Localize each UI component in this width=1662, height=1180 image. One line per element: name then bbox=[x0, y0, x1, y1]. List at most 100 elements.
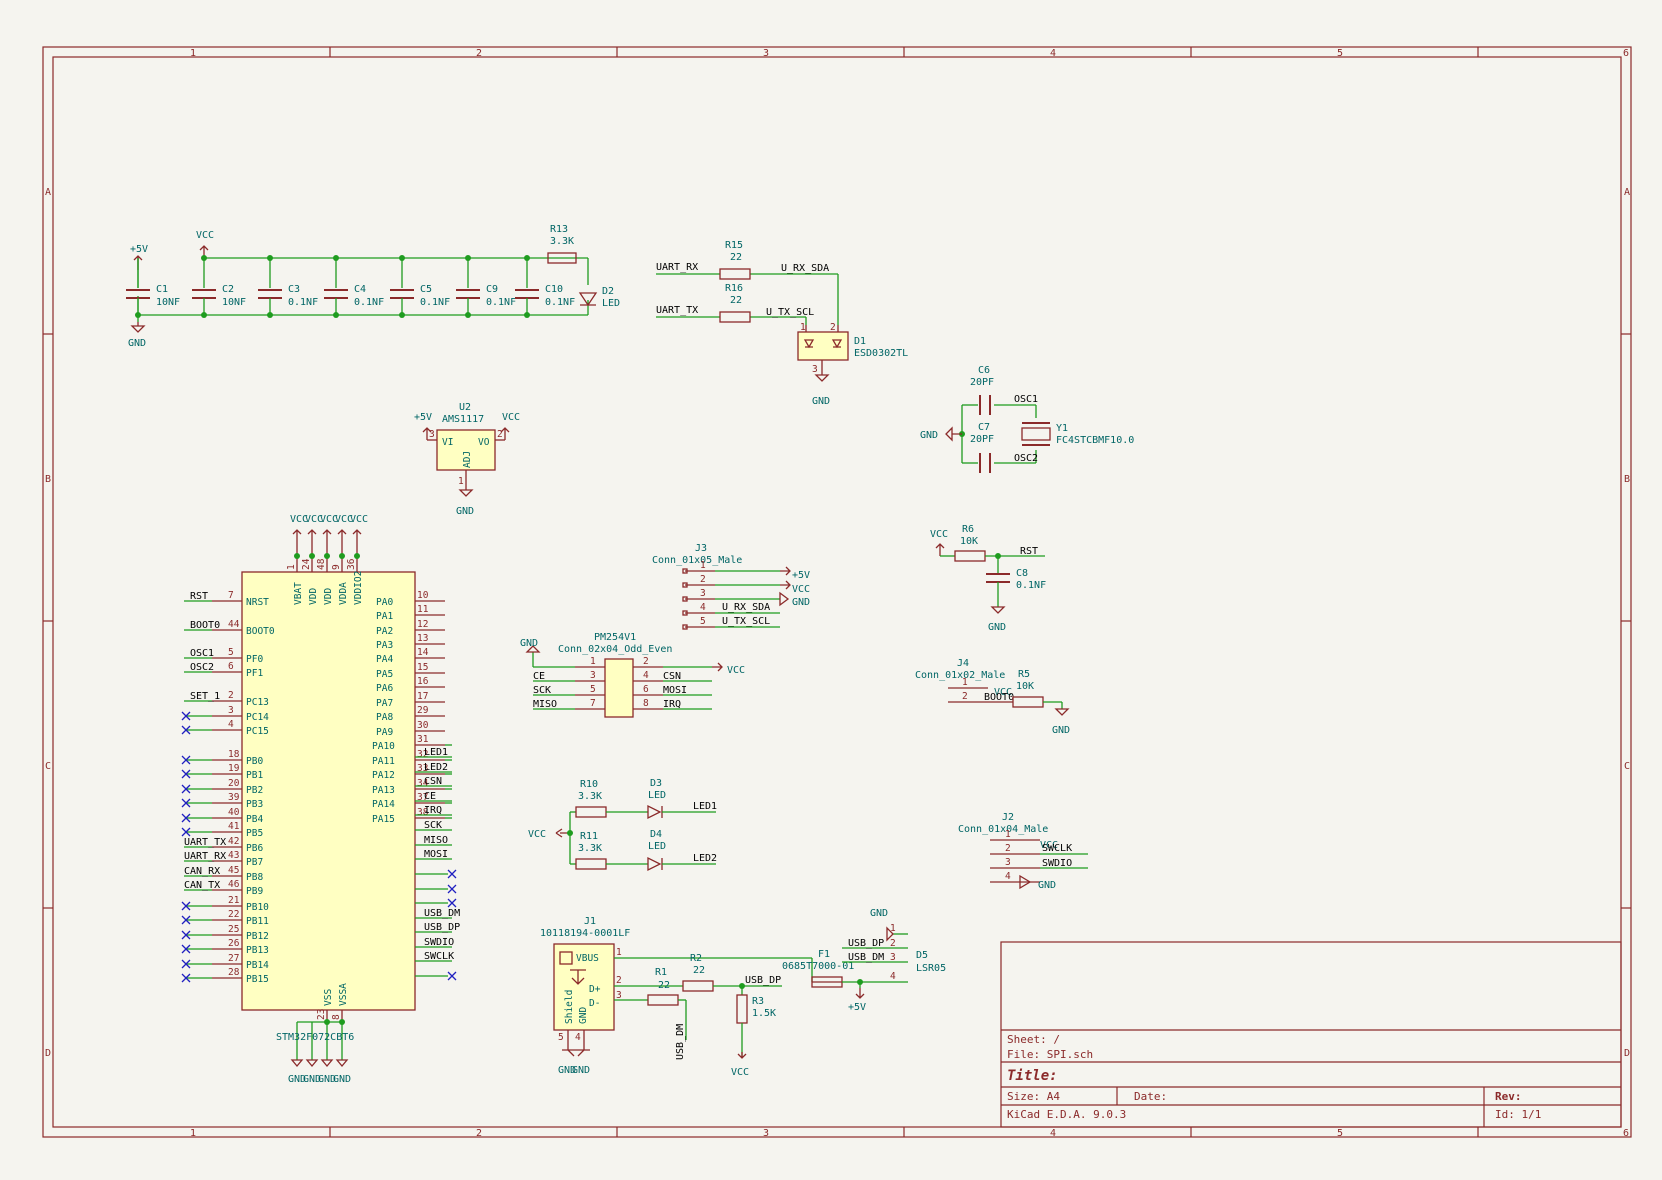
pin-number: 33 bbox=[417, 763, 428, 774]
net-label: OSC1 bbox=[190, 648, 214, 659]
ref-label: J1 bbox=[584, 916, 596, 927]
ref-label: C10 bbox=[545, 284, 563, 295]
net-label: CAN_RX bbox=[184, 866, 220, 877]
pin-number: 11 bbox=[417, 604, 429, 615]
header-pin bbox=[682, 582, 688, 588]
pin-number: 18 bbox=[228, 749, 240, 760]
pin-name: PA7 bbox=[376, 698, 393, 709]
ref-label: C9 bbox=[486, 284, 498, 295]
power-label: GND bbox=[333, 1074, 351, 1085]
uart-esd-section: UART_RX UART_TX U_RX_SDA U_TX_SCL R15 22… bbox=[656, 240, 908, 407]
value-label: 22 bbox=[693, 965, 705, 976]
no-connect-icon bbox=[447, 884, 457, 894]
header-pin bbox=[682, 568, 688, 574]
pin-number: 3 bbox=[700, 588, 706, 599]
pin-number: 42 bbox=[228, 836, 239, 847]
pin-number: 40 bbox=[228, 807, 240, 818]
pin-number: 6 bbox=[228, 661, 234, 672]
ref-label: Y1 bbox=[1056, 423, 1068, 434]
usb-section: J1 10118194-0001LF VBUS D+ D- Shield GND… bbox=[540, 908, 946, 1078]
no-connect-icon bbox=[181, 959, 191, 969]
net-label: U_RX_SDA bbox=[722, 602, 770, 613]
pin-number: 10 bbox=[417, 590, 429, 601]
pin-number: 3 bbox=[429, 429, 435, 440]
pin-number: 4 bbox=[1005, 871, 1011, 882]
pin-name: PB3 bbox=[246, 799, 263, 810]
pin-number: 6 bbox=[643, 684, 649, 695]
value-label: LSR05 bbox=[916, 963, 946, 974]
net-label: SCK bbox=[533, 685, 551, 696]
pin-number: 2 bbox=[890, 938, 896, 949]
value-label: Conn_02x04_Odd_Even bbox=[558, 644, 672, 655]
pin-number: 30 bbox=[417, 720, 429, 731]
power-arrow-icon bbox=[935, 543, 945, 556]
power-arrow-icon bbox=[352, 529, 362, 540]
ground-icon bbox=[1019, 874, 1032, 890]
pin-number: 2 bbox=[1005, 843, 1011, 854]
pin-number: 7 bbox=[228, 590, 234, 601]
pin-number: 46 bbox=[228, 879, 240, 890]
pin-number: 48 bbox=[316, 558, 327, 570]
power-label: GND bbox=[558, 1065, 576, 1076]
ref-label: D3 bbox=[650, 778, 662, 789]
led-icon bbox=[647, 804, 663, 820]
pin-name: PB2 bbox=[246, 785, 263, 796]
net-label: UART_RX bbox=[184, 851, 226, 862]
ground-icon bbox=[320, 1059, 334, 1068]
net-label: MOSI bbox=[424, 849, 448, 860]
pin-number: 28 bbox=[228, 967, 240, 978]
net-label: LED1 bbox=[693, 801, 717, 812]
ref-label: D5 bbox=[916, 950, 928, 961]
crystal-section: C6 20PF C7 20PF GND OSC1 OSC2 Y1 FC4STCB… bbox=[920, 365, 1134, 473]
row-label: D bbox=[1624, 1048, 1630, 1059]
pin-number: 19 bbox=[228, 763, 240, 774]
ground-icon bbox=[886, 926, 894, 942]
value-label: 0.1NF bbox=[288, 297, 318, 308]
pin-name: BOOT0 bbox=[246, 626, 275, 637]
pin-number: 25 bbox=[228, 924, 239, 935]
header-pin bbox=[682, 596, 688, 602]
ref-label: R1 bbox=[655, 967, 667, 978]
net-label: USB_DM bbox=[424, 908, 460, 919]
resistor-icon bbox=[575, 806, 607, 818]
title-label: Title: bbox=[1007, 1068, 1058, 1084]
usb-connector-body bbox=[553, 943, 615, 1031]
power-label: GND bbox=[812, 396, 830, 407]
pin-name: D+ bbox=[589, 984, 601, 995]
ref-label: R11 bbox=[580, 831, 598, 842]
decoupling-section: +5V VCC GND C110NFC210NFC30.1NFC40.1NFC5… bbox=[126, 224, 620, 349]
power-label: VCC bbox=[335, 514, 353, 525]
pin-name: PA8 bbox=[376, 712, 393, 723]
pin-name: VDDA bbox=[338, 582, 349, 605]
power-label: GND bbox=[288, 1074, 306, 1085]
net-label: CSN bbox=[663, 671, 681, 682]
no-connect-icon bbox=[181, 901, 191, 911]
no-connect-icon bbox=[181, 784, 191, 794]
no-connect-icon bbox=[181, 769, 191, 779]
pin-number: 4 bbox=[700, 602, 706, 613]
ground-icon bbox=[305, 1059, 319, 1068]
value-label: 10NF bbox=[222, 297, 246, 308]
power-label: GND bbox=[303, 1074, 321, 1085]
net-label: USB_DP bbox=[745, 975, 781, 986]
ref-label: C3 bbox=[288, 284, 300, 295]
pin-number: 36 bbox=[346, 558, 357, 570]
pin-number: 5 bbox=[228, 647, 234, 658]
power-arrow-icon bbox=[307, 529, 317, 540]
pin-name: PB12 bbox=[246, 931, 269, 942]
row-label: A bbox=[45, 187, 51, 198]
pin-number: 9 bbox=[331, 564, 342, 570]
pin-number: 15 bbox=[417, 662, 428, 673]
no-connect-icon bbox=[181, 813, 191, 823]
capacitor-row: C110NFC210NFC30.1NFC40.1NFC50.1NFC90.1NF… bbox=[126, 255, 575, 318]
ref-label: C6 bbox=[978, 365, 990, 376]
pin-name: PA14 bbox=[372, 799, 395, 810]
net-label: OSC2 bbox=[1014, 453, 1038, 464]
pin-name: PC15 bbox=[246, 726, 269, 737]
ground-icon bbox=[779, 591, 790, 607]
pin-number: 39 bbox=[228, 792, 240, 803]
power-label: VCC bbox=[502, 412, 520, 423]
value-label: STM32F072CBT6 bbox=[276, 1032, 354, 1043]
rev-label: Rev: bbox=[1495, 1090, 1522, 1103]
